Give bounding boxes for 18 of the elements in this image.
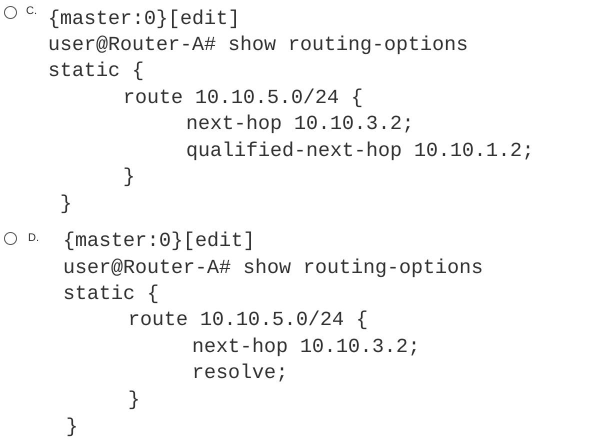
code-line: static { (48, 60, 144, 84)
option-letter: D. (28, 232, 39, 244)
code-line: static { (63, 283, 160, 307)
code-line: {master:0}[edit] (48, 8, 240, 32)
code-line: next-hop 10.10.3.2; (186, 113, 414, 137)
code-line: {master:0}[edit] (63, 230, 256, 254)
code-line: } (123, 166, 136, 190)
code-line: } (60, 193, 72, 217)
option-letter: C. (26, 5, 37, 17)
code-line: } (128, 389, 140, 413)
code-line: qualified-next-hop 10.10.1.2; (186, 140, 534, 164)
code-line: resolve; (192, 362, 288, 386)
code-line: next-hop 10.10.3.2; (192, 336, 420, 360)
code-line: user@Router-A# show routing-options (48, 34, 468, 58)
code-line: route 10.10.5.0/24 { (123, 87, 364, 111)
code-line: user@Router-A# show routing-options (63, 257, 484, 281)
code-line: } (66, 416, 78, 440)
code-line: route 10.10.5.0/24 { (128, 309, 368, 333)
